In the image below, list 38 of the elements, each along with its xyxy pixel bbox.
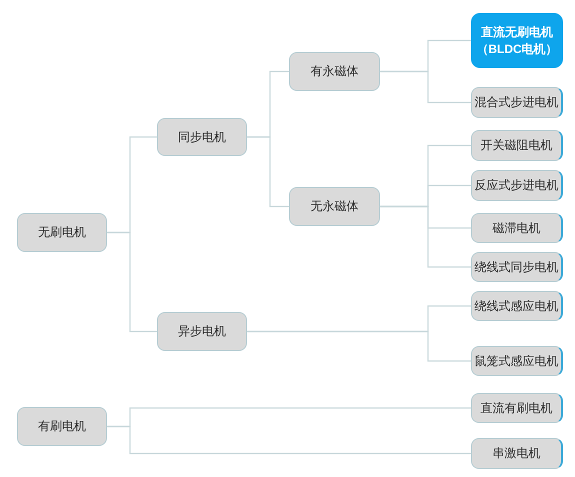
category-box — [289, 187, 380, 226]
category-box — [471, 170, 563, 201]
connector-line — [107, 232, 157, 332]
node-label: 直流无刷电机（BLDC电机） — [475, 24, 559, 58]
category-box — [471, 393, 563, 423]
category-box — [17, 213, 107, 252]
category-box — [289, 52, 380, 91]
node-label: 直流有刷电机 — [480, 400, 552, 416]
category-box — [471, 213, 563, 243]
category-box — [471, 438, 563, 469]
node-label: 反应式步进电机 — [474, 177, 558, 194]
category-box — [471, 130, 563, 161]
node-label: 绕线式感应电机 — [474, 298, 558, 314]
node-label: 串激电机 — [492, 445, 540, 462]
node-label: 磁滞电机 — [492, 220, 540, 236]
category-box — [471, 252, 563, 282]
node-label: 同步电机 — [178, 128, 226, 146]
category-box — [471, 87, 563, 118]
category-box — [471, 346, 563, 376]
category-box — [157, 312, 247, 351]
node-label: 混合式步进电机 — [474, 94, 558, 111]
node-label: 无永磁体 — [310, 198, 358, 215]
node-label: 鼠笼式感应电机 — [474, 352, 558, 370]
node-label: 无刷电机 — [38, 224, 86, 241]
category-box — [17, 407, 107, 446]
node-label: 异步电机 — [178, 323, 226, 340]
node-label: 有永磁体 — [310, 63, 358, 80]
highlighted-box — [471, 13, 563, 68]
node-label: 绕线式同步电机 — [474, 258, 558, 276]
connector-line — [380, 206, 471, 268]
connector-line — [247, 136, 289, 208]
connector-line — [247, 330, 471, 362]
node-label: 有刷电机 — [38, 418, 86, 435]
category-box — [471, 291, 563, 321]
connector-line — [380, 70, 471, 104]
node-label: 开关磁阻电机 — [480, 137, 552, 154]
category-box — [157, 118, 247, 156]
connector-line — [107, 426, 471, 454]
